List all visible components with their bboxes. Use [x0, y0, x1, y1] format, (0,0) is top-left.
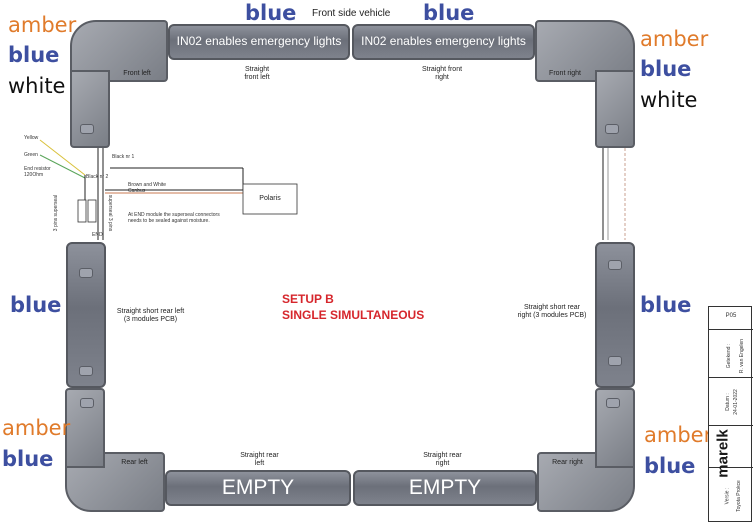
wire-green-label: Green [24, 152, 38, 158]
lamp [80, 398, 94, 408]
label-straight-rear-left: Straight rear left [240, 452, 279, 468]
lamp [605, 124, 619, 134]
corner-front-left-drop [70, 70, 110, 148]
bar-straight-front-right [352, 24, 535, 60]
version-label: Versie : [724, 487, 731, 505]
bar-straight-rear-left [165, 470, 351, 506]
bar-straight-rear-right [353, 470, 537, 506]
label-rear-right: Rear right [552, 459, 583, 466]
made-by-label: Getekend : [726, 343, 733, 369]
page-number: P05 [725, 313, 737, 319]
label-short-rear-left: Straight short rear left (3 modules PCB) [116, 308, 185, 324]
date-value: 24-01-2022 [732, 389, 739, 415]
left-front-color-2: blue [8, 43, 60, 67]
rear-bar-left-text: EMPTY [221, 476, 295, 499]
lamp [608, 260, 622, 270]
label-front-left: Front left [123, 70, 151, 77]
label-straight-front-left: Straight front left [244, 66, 270, 82]
corner-front-right-drop [595, 70, 635, 148]
front-bar-left-text: IN02 enables emergency lights [176, 34, 342, 48]
version-value: Toyota Prokce [735, 480, 742, 512]
black-1-label: Black nr 1 [112, 154, 135, 160]
label-short-rear-right: Straight short rear right (3 modules PCB… [517, 304, 587, 320]
label-front-right: Front right [549, 70, 581, 77]
top-title: Front side vehicle [312, 8, 391, 19]
bar-short-rear-left [66, 242, 106, 388]
bar-straight-front-left [168, 24, 350, 60]
resistor-label: End resistor 120Ohm [24, 166, 51, 178]
wire-yellow-label: Yellow [24, 135, 39, 141]
lamp [608, 356, 622, 366]
top-color-right: blue [423, 1, 475, 25]
right-front-color-2: blue [640, 57, 692, 81]
made-by: R. van Engelen [739, 338, 746, 374]
seal-note: At END module the superseal connectors n… [128, 212, 220, 224]
right-front-color-1: amber [640, 27, 709, 51]
setup-line-2: SINGLE SIMULTANEOUS [282, 308, 425, 322]
left-front-color-3: white [8, 74, 66, 98]
right-front-color-3: white [640, 88, 698, 112]
label-rear-left: Rear left [121, 459, 148, 466]
lamp [80, 124, 94, 134]
front-bar-right-text: IN02 enables emergency lights [361, 34, 526, 48]
lamp [606, 398, 620, 408]
right-mid-color: blue [640, 293, 692, 317]
connector-end-label: END [92, 232, 103, 238]
label-straight-front-right: Straight front right [421, 66, 463, 82]
label-straight-rear-right: Straight rear right [423, 452, 462, 468]
right-rear-color-1: amber [644, 423, 713, 447]
rear-bar-right-text: EMPTY [408, 476, 482, 499]
left-rear-color-2: blue [2, 447, 54, 471]
date-label: Datum : [724, 393, 731, 411]
left-front-color-1: amber [8, 13, 77, 37]
connector-a-label: 3 pins superseal [53, 194, 60, 232]
title-block: P05 Getekend : R. van Engelen Datum : 24… [708, 306, 753, 522]
black-2-label: Black nr 2 [86, 174, 109, 180]
lamp [79, 268, 93, 278]
left-rear-color-1: amber [2, 416, 71, 440]
marelko-logo: marelk [714, 429, 732, 478]
lamp [79, 366, 93, 376]
right-rear-color-2: blue [644, 454, 696, 478]
polaris-box-label: Polaris [259, 195, 281, 202]
connector-b-label: superseal 3 pins [107, 194, 114, 232]
top-color-left: blue [245, 1, 297, 25]
left-mid-color: blue [10, 293, 62, 317]
setup-line-1: SETUP B [282, 292, 334, 306]
brown-white-label: Brown and White Canbus [128, 182, 167, 194]
